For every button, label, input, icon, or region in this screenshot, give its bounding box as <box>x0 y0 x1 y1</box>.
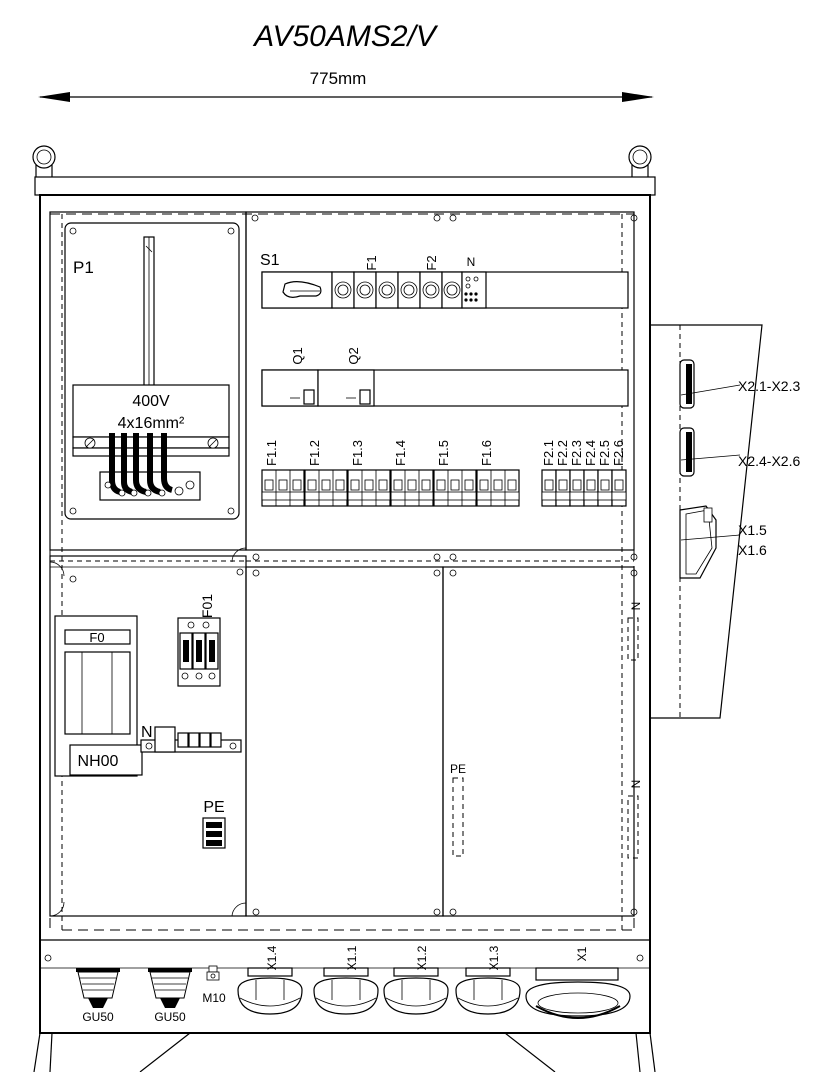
meter-cable-size: 4x16mm² <box>118 415 185 432</box>
gu50-label-2: GU50 <box>154 1010 186 1024</box>
drawing-title: AV50AMS2/V <box>252 20 439 53</box>
breaker-label: F2.3 <box>569 440 584 466</box>
fuse-f0-label: F0 <box>89 630 104 645</box>
breaker-f2-4: F2.4 <box>583 440 599 507</box>
breaker-label: F1.4 <box>393 440 408 466</box>
meter-label: P1 <box>73 258 94 277</box>
nh00-label: NH00 <box>78 753 119 770</box>
breaker-f1-2: F1.2 <box>304 440 348 507</box>
gu50-label-1: GU50 <box>82 1010 114 1024</box>
dimension-label: 775mm <box>310 69 367 88</box>
n-right-label-1: N <box>629 602 643 611</box>
f2-label: F2 <box>424 255 439 270</box>
meter-panel <box>64 222 240 520</box>
f01-label: F01 <box>199 594 215 618</box>
q1-label: Q1 <box>290 347 305 364</box>
socket-x1-4 <box>237 967 303 1015</box>
socket-x1-4-label: X1.4 <box>265 945 279 970</box>
breaker-f2-2: F2.2 <box>555 440 571 507</box>
socket-x2-4-label: X2.4-X2.6 <box>738 453 800 469</box>
neutral-bar <box>140 726 242 753</box>
cabinet-body <box>39 194 651 1034</box>
breaker-label: F1.2 <box>307 440 322 466</box>
breaker-label: F1.1 <box>264 440 279 466</box>
breaker-label: F2.6 <box>611 440 626 466</box>
rcd-q2 <box>317 369 375 407</box>
pe-center-bar <box>452 777 464 857</box>
cabinet-legs <box>33 1032 656 1073</box>
breaker-f1-4: F1.4 <box>390 440 434 507</box>
socket-x1-2 <box>383 967 449 1015</box>
cable-gland-gu50-1 <box>76 968 120 1008</box>
breaker-f1-6: F1.6 <box>476 440 520 507</box>
breaker-label: F2.2 <box>555 440 570 466</box>
socket-x1-3 <box>455 967 521 1015</box>
breaker-f1-5: F1.5 <box>433 440 477 507</box>
breaker-label: F2.4 <box>583 440 598 466</box>
meter-cables <box>104 433 195 497</box>
n-right-bar-2 <box>627 795 639 859</box>
socket-x1-1 <box>313 967 379 1015</box>
breaker-label: F1.3 <box>350 440 365 466</box>
m10-label: M10 <box>202 991 226 1005</box>
meter-body <box>72 384 230 438</box>
cabinet-roof <box>34 176 656 196</box>
side-socket-box <box>650 324 763 719</box>
pe-left-label: PE <box>203 799 224 816</box>
breaker-label: F1.6 <box>479 440 494 466</box>
door-outline <box>49 213 635 931</box>
breaker-f2-5: F2.5 <box>597 440 613 507</box>
rcd-q1 <box>261 369 319 407</box>
pe-terminal <box>202 817 226 849</box>
neutral-bar-label: N <box>141 724 153 741</box>
socket-x1-6-label: X1.6 <box>738 542 767 558</box>
socket-x2-1-label: X2.1-X2.3 <box>738 378 800 394</box>
lower-center-panel <box>245 566 444 917</box>
breaker-f1-3: F1.3 <box>347 440 391 507</box>
n-top-label: N <box>467 255 476 269</box>
breaker-label: F2.1 <box>541 440 556 466</box>
f1-label: F1 <box>364 255 379 270</box>
cable-gland-gu50-2 <box>148 968 192 1008</box>
lifting-eye-right <box>628 145 652 177</box>
q2-label: Q2 <box>346 347 361 364</box>
cee-sockets <box>237 967 521 1015</box>
lower-right-panel <box>442 566 635 917</box>
dimension-arrow <box>38 92 654 102</box>
socket-x1-2-label: X1.2 <box>415 945 429 970</box>
fuse-holders <box>331 271 463 309</box>
main-switch-label: S1 <box>260 252 280 269</box>
socket-x1-1-label: X1.1 <box>345 945 359 970</box>
breaker-label: F2.5 <box>597 440 612 466</box>
socket-x1-3-label: X1.3 <box>487 945 501 970</box>
breakers-f1: F1.1 F1.2 F1.3 F1.4 F1.5 F1.6 <box>261 440 520 507</box>
meter-voltage: 400V <box>132 393 170 410</box>
breaker-f1-1: F1.1 <box>261 440 305 507</box>
breaker-label: F1.5 <box>436 440 451 466</box>
earth-bolt-m10 <box>206 965 220 981</box>
socket-x1 <box>525 967 631 1019</box>
breaker-f2-3: F2.3 <box>569 440 585 507</box>
pe-center-label: PE <box>450 762 466 776</box>
n-right-bar-1 <box>627 617 639 661</box>
lifting-eye-left <box>32 145 56 177</box>
n-terminal-top <box>461 271 487 309</box>
n-right-label-2: N <box>629 780 643 789</box>
socket-x1-label: X1 <box>575 946 589 961</box>
socket-x1-5-label: X1.5 <box>738 522 767 538</box>
breaker-f2-6: F2.6 <box>611 440 627 507</box>
breaker-f2-1: F2.1 <box>541 440 557 507</box>
